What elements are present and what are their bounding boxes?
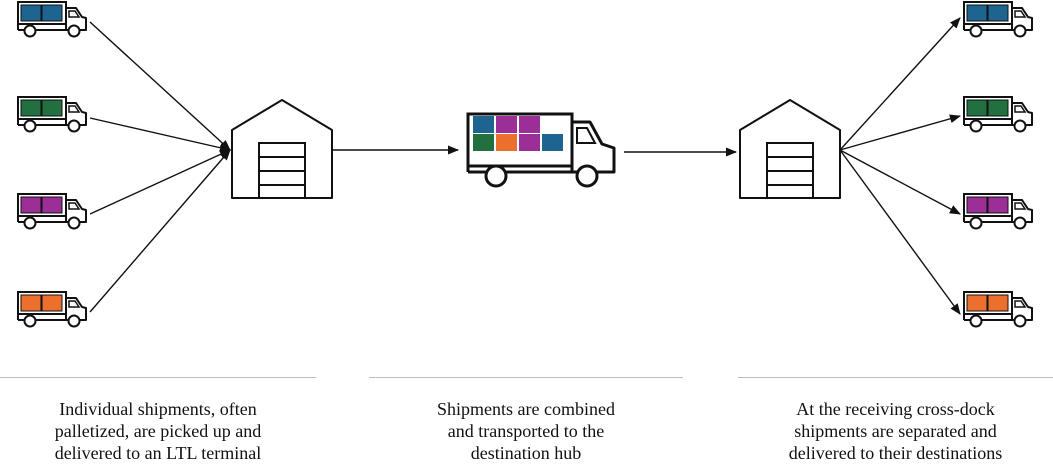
linehaul-truck-icon	[466, 112, 616, 188]
origin-terminal-warehouse-icon	[231, 99, 333, 199]
pickup-arrow-2	[89, 117, 232, 153]
divider-pickup	[0, 377, 316, 378]
caption-delivery-line-1: At the receiving cross-dock	[796, 399, 995, 419]
pickup-truck-blue-icon	[17, 1, 87, 38]
cargo-box-icon	[519, 134, 540, 151]
cargo-box-icon	[542, 134, 563, 151]
pickup-arrow-4	[89, 149, 231, 313]
pickup-truck-orange-icon	[17, 291, 87, 328]
caption-pickup-line-1: Individual shipments, often	[59, 399, 257, 419]
caption-pickup: Individual shipments, often palletized, …	[0, 398, 316, 464]
pickup-truck-purple-icon	[17, 193, 87, 230]
delivery-truck-purple-icon	[963, 193, 1033, 230]
caption-linehaul-line-2: and transported to the	[447, 421, 605, 441]
destination-hub-warehouse-icon	[739, 99, 841, 199]
delivery-arrow-4	[839, 149, 961, 315]
caption-linehaul-line-3: destination hub	[470, 443, 582, 463]
delivery-arrow-3	[839, 149, 961, 215]
delivery-arrow-2	[839, 114, 962, 151]
delivery-truck-orange-icon	[963, 291, 1033, 328]
cargo-box-icon	[496, 134, 517, 151]
cargo-box-icon	[519, 116, 540, 133]
delivery-truck-blue-icon	[963, 1, 1033, 38]
pickup-arrow-1	[89, 21, 231, 151]
caption-pickup-line-2: palletized, are picked up and	[54, 421, 262, 441]
divider-delivery	[738, 377, 1053, 378]
caption-delivery-line-2: shipments are separated and	[794, 421, 997, 441]
ltl-flow-diagram	[17, 1, 1033, 328]
cargo-box-icon	[496, 116, 517, 133]
delivery-arrow-1	[839, 17, 961, 151]
caption-linehaul: Shipments are combined and transported t…	[369, 398, 683, 464]
caption-delivery-line-3: delivered to their destinations	[788, 443, 1003, 463]
pickup-truck-green-icon	[17, 96, 87, 133]
caption-delivery: At the receiving cross-dock shipments ar…	[738, 398, 1053, 464]
divider-linehaul	[369, 377, 683, 378]
caption-pickup-line-3: delivered to an LTL terminal	[54, 443, 262, 463]
cargo-box-icon	[473, 134, 494, 151]
cargo-box-icon	[473, 116, 494, 133]
caption-linehaul-line-1: Shipments are combined	[437, 399, 615, 419]
delivery-truck-green-icon	[963, 96, 1033, 133]
pickup-arrow-3	[89, 149, 232, 215]
